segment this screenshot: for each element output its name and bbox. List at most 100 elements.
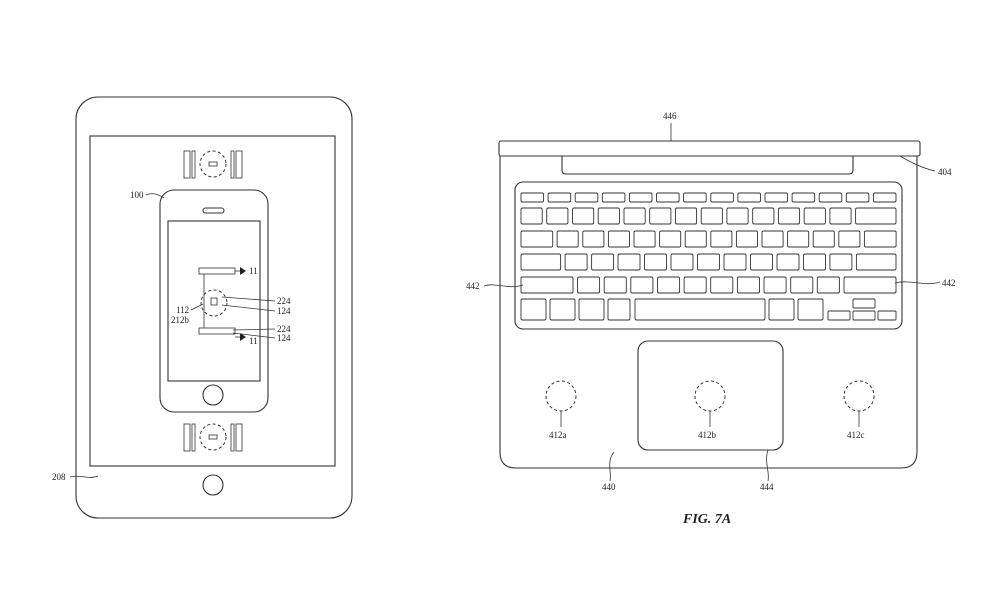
label-trackpad: 444	[760, 482, 774, 492]
keyboard-key	[556, 230, 579, 248]
keyboard-key	[520, 230, 554, 248]
label-coil-a: 412a	[549, 430, 567, 440]
label-coil-b-laptop: 412b	[698, 430, 717, 440]
label-section-top: 11	[249, 266, 258, 276]
keyboard-key	[601, 192, 626, 203]
label-coil-b: 212b	[171, 315, 190, 325]
laptop-device: 412a 412b 412c 446 404 442 442 440 444	[466, 111, 956, 492]
laptop-lid	[498, 140, 921, 157]
keyboard-key	[776, 253, 800, 271]
keyboard-key	[700, 207, 723, 225]
tablet-body	[75, 96, 353, 519]
tablet-bottom-coil	[199, 423, 227, 451]
keyboard-key	[855, 253, 897, 271]
keyboard-key	[684, 230, 707, 248]
label-phone: 100	[130, 190, 144, 200]
keyboard-key	[597, 207, 620, 225]
label-coil: 112	[176, 305, 189, 315]
phone-coil	[200, 289, 228, 317]
label-hinge: 404	[938, 167, 952, 177]
keyboard-key	[630, 276, 654, 294]
keyboard-well	[514, 181, 903, 330]
tablet-top-coil-group	[183, 150, 243, 179]
phone-body	[159, 189, 269, 413]
keyboard-key	[520, 298, 547, 321]
keyboard-arrow-key	[852, 310, 876, 321]
laptop-coil-b	[694, 380, 726, 412]
label-tablet: 208	[52, 472, 66, 482]
tablet-device: 208	[52, 96, 353, 519]
keyboard-key	[520, 276, 574, 294]
keyboard-key	[572, 207, 595, 225]
keyboard-key	[838, 230, 861, 248]
phone-speaker	[202, 207, 225, 214]
label-coil-c: 412c	[847, 430, 865, 440]
keyboard-key	[697, 253, 720, 271]
keyboard-key	[582, 230, 605, 248]
keyboard-key	[812, 230, 835, 248]
keyboard-key	[736, 276, 760, 294]
tablet-top-coil	[199, 150, 227, 178]
keyboard-key	[564, 253, 588, 271]
label-keyboard-left: 442	[466, 281, 480, 291]
keyboard-key	[803, 253, 826, 271]
keyboard-key	[787, 230, 810, 248]
keyboard-key	[574, 192, 599, 203]
keyboard-key	[623, 207, 646, 225]
keyboard-key	[791, 192, 816, 203]
keyboard-key	[737, 192, 761, 203]
keyboard-key	[710, 276, 734, 294]
keyboard-key	[845, 192, 870, 203]
laptop-coil-a	[545, 380, 577, 412]
keyboard-key	[790, 276, 814, 294]
laptop-coil-c	[843, 380, 875, 412]
keyboard-key	[674, 207, 698, 225]
keyboard-key	[761, 230, 784, 248]
keyboard-key	[520, 192, 545, 203]
keyboard-key	[763, 276, 787, 294]
keyboard-key	[659, 230, 682, 248]
keyboard-key	[735, 230, 758, 248]
keyboard-key	[710, 192, 734, 203]
figure-caption: FIG. 7A	[682, 512, 731, 527]
keyboard-key	[777, 207, 801, 225]
keyboard-key	[578, 298, 605, 321]
keyboard-key	[577, 276, 601, 294]
keyboard-key	[863, 230, 897, 248]
label-section-bottom: 11	[249, 336, 258, 346]
keyboard-key	[710, 230, 733, 248]
label-palm-rest: 440	[602, 482, 616, 492]
keyboard-key	[634, 298, 766, 321]
tablet-bottom-coil-group	[183, 423, 243, 452]
keyboard-key	[607, 230, 630, 248]
keyboard-key	[726, 207, 749, 225]
keyboard-key	[591, 253, 615, 271]
keyboard-key	[829, 253, 853, 271]
keyboard-key	[520, 207, 543, 225]
keyboard-key	[818, 192, 843, 203]
keyboard-key	[816, 276, 840, 294]
keyboard-key	[633, 230, 656, 248]
keyboard-key	[617, 253, 641, 271]
keyboard-key	[797, 298, 824, 321]
keyboard-key	[670, 253, 694, 271]
trackpad	[637, 340, 784, 451]
keyboard-key	[803, 207, 826, 225]
label-lid: 446	[663, 111, 677, 121]
keyboard-key	[549, 298, 576, 321]
keyboard-key	[829, 207, 852, 225]
phone-device: 11 11 100 112 212b 224 124 224 124	[130, 189, 291, 413]
laptop-base	[499, 156, 918, 469]
keyboard-key	[628, 192, 653, 203]
keyboard-key	[546, 207, 569, 225]
keyboard-arrow-key	[877, 310, 897, 321]
keyboard-keys	[520, 192, 897, 321]
label-224-top: 224	[277, 296, 291, 306]
keyboard-key	[855, 207, 897, 225]
keyboard-key	[764, 192, 789, 203]
keyboard-key	[752, 207, 775, 225]
keyboard-key	[649, 207, 672, 225]
keyboard-key	[657, 276, 681, 294]
keyboard-key	[520, 253, 562, 271]
